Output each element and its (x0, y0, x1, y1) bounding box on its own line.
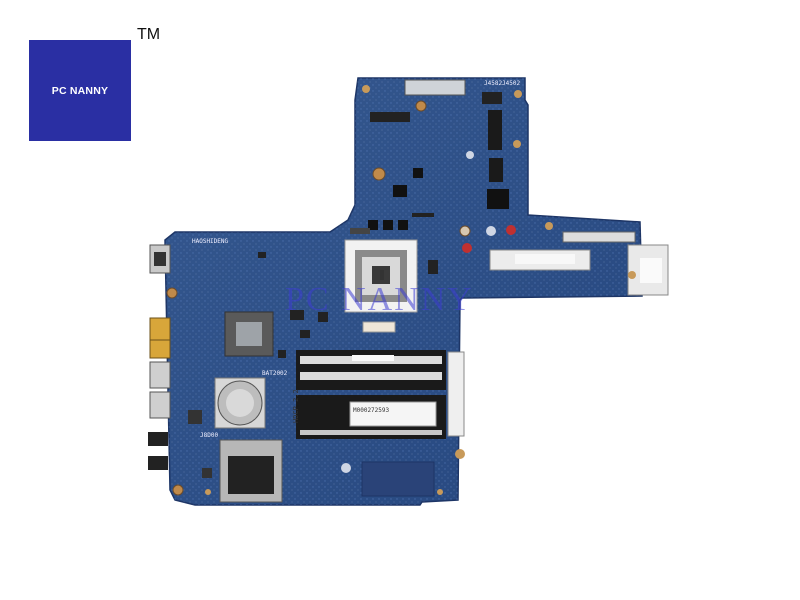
jack-label: J8D00 (200, 432, 219, 439)
hdcp-label: HDCP 2.2 (292, 389, 300, 423)
logo-text: PC NANNY (51, 84, 109, 97)
watermark-text: PC NANNY (285, 281, 474, 318)
ram-sticker-label: M000272593 (353, 407, 390, 414)
usb-port (149, 317, 171, 341)
pc-nanny-logo: PC NANNY (29, 40, 131, 141)
battery-label: BAT2002 (262, 370, 288, 377)
connector-label: J4582 (484, 80, 503, 87)
trademark-symbol: TM (137, 26, 161, 43)
connector-label-2: J4502 (502, 80, 521, 87)
top-connector (404, 79, 466, 96)
silkscreen-label: HAOSHIDENG (192, 238, 229, 245)
